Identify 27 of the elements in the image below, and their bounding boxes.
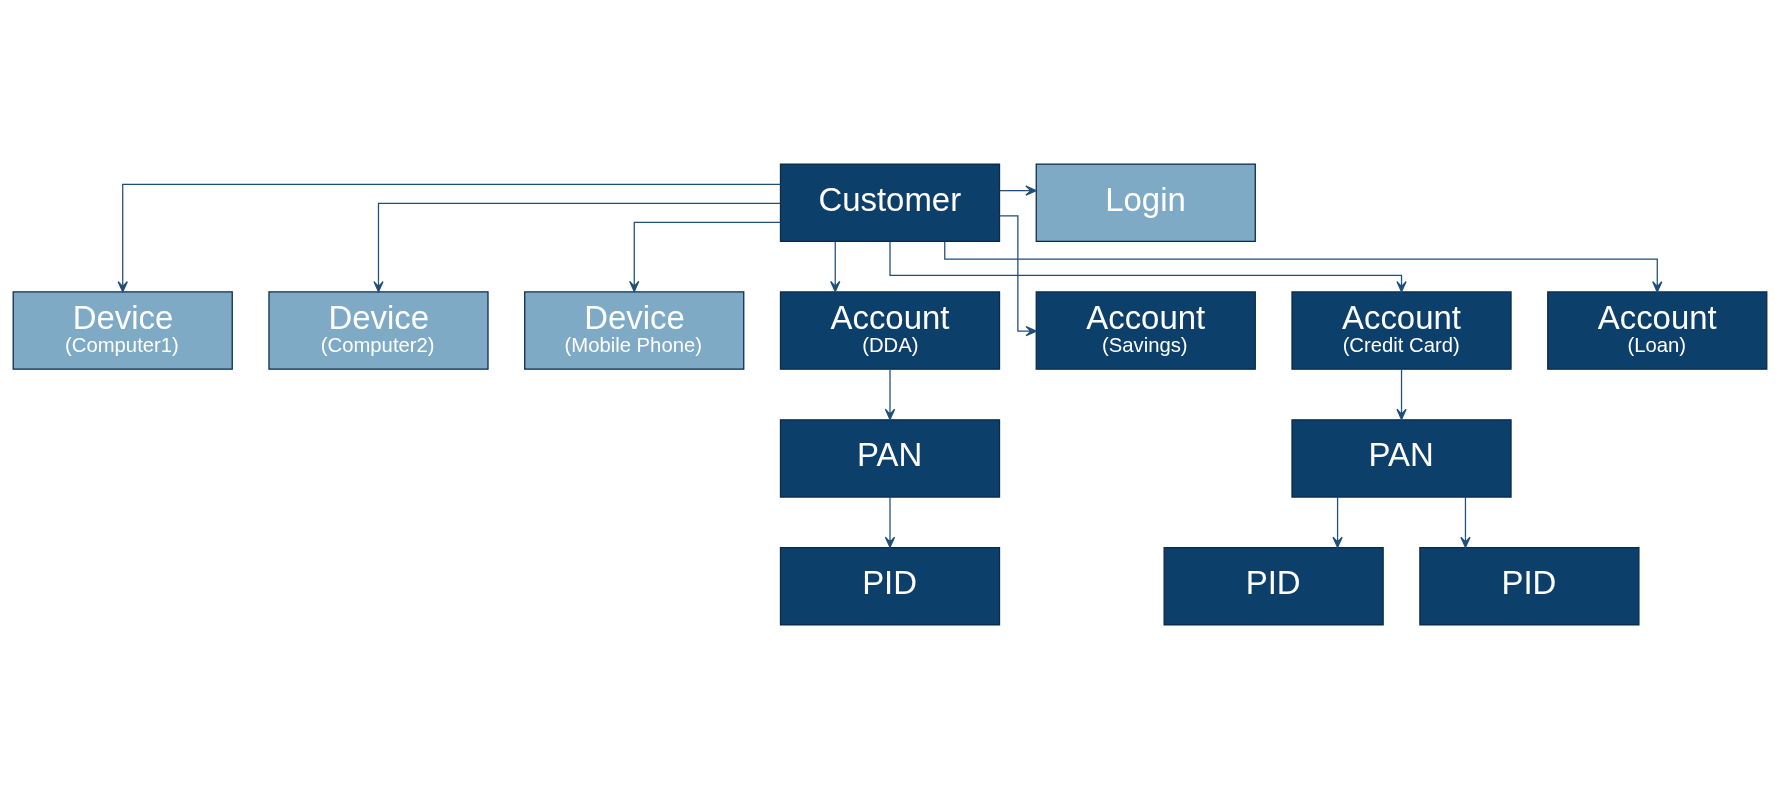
arrow <box>884 368 896 420</box>
node-box: Account (Loan) <box>1547 290 1768 370</box>
node-box: Account (Credit Card) <box>1291 290 1512 370</box>
arrow <box>1332 496 1343 548</box>
node-box: PAN <box>1291 418 1512 498</box>
arrow <box>1396 368 1407 420</box>
node-box: Account (DDA) <box>779 290 1001 370</box>
node-box: Login <box>1035 162 1256 242</box>
arrow <box>629 221 782 292</box>
arrow <box>884 496 896 548</box>
node-box: PID <box>779 546 1001 626</box>
arrow <box>1460 496 1471 548</box>
node-box: PID <box>1163 546 1384 626</box>
node-box: Device (Mobile Phone) <box>524 290 745 370</box>
arrow <box>889 240 1407 292</box>
arrow <box>998 214 1037 336</box>
arrow <box>117 183 782 292</box>
node-box: PID <box>1419 546 1640 626</box>
arrow <box>998 184 1037 196</box>
node-box: Device (Computer2) <box>268 290 489 370</box>
arrow <box>944 240 1663 292</box>
node-box: PAN <box>779 418 1001 498</box>
node-box: Account (Savings) <box>1035 290 1256 370</box>
arrow <box>373 202 781 292</box>
arrow <box>830 240 841 292</box>
node-box: Device (Computer1) <box>12 290 233 370</box>
node-box: Customer <box>779 162 1001 242</box>
